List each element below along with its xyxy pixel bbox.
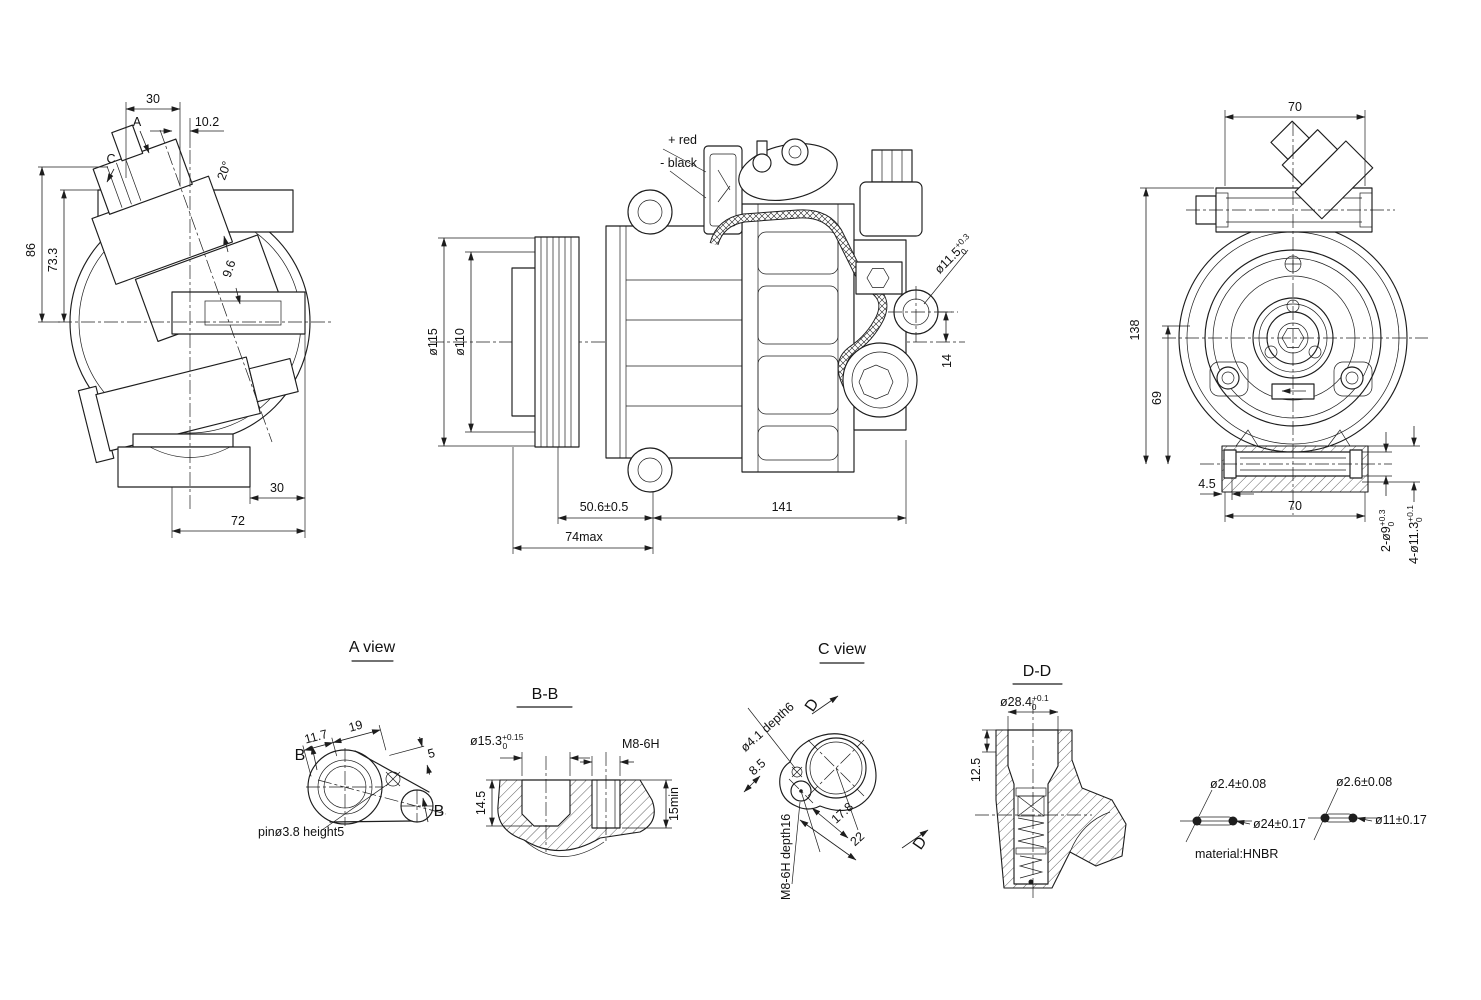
- section-arrow-b1: [310, 745, 318, 771]
- dim-11-7: 11.7: [303, 727, 329, 747]
- pin-note: pinø3.8 height5: [258, 825, 344, 839]
- pulley: [534, 236, 580, 448]
- top-fitting: [738, 138, 838, 201]
- valve-cavity: [1007, 729, 1059, 885]
- dim-8-5: 8.5: [746, 756, 768, 778]
- dim-pulley-groove: ø110: [453, 328, 467, 356]
- dim-4-5: 4.5: [1198, 477, 1215, 491]
- dim-19: 19: [347, 718, 364, 735]
- dim-12-5: 12.5: [969, 758, 983, 782]
- oring-material-note: material:HNBR: [1195, 847, 1278, 861]
- c-detail-view: C view D D ø4.1 depth6 8.5 17.8 22 M8-6H…: [738, 641, 931, 900]
- dim-14: 14: [940, 354, 954, 368]
- dim-74max: 74max: [565, 530, 603, 544]
- section-arrow-d1: [811, 695, 839, 715]
- port-bore: [805, 737, 867, 799]
- dim-69: 69: [1150, 391, 1164, 405]
- view-arrow-a-label: A: [133, 115, 142, 129]
- mount-ear-bottom: [627, 447, 673, 493]
- oring1-outer-dia: ø24±0.17: [1253, 817, 1306, 831]
- note-hole-4-1: ø4.1 depth6: [738, 699, 797, 754]
- dim-30-top: 30: [146, 92, 160, 106]
- hex-boss: [855, 261, 903, 295]
- control-valve: [1015, 787, 1047, 885]
- b-b-title: B-B: [532, 686, 559, 703]
- section-label-b2: B: [434, 803, 445, 820]
- left-end-view: 30 A 10.2 C 20° 86 73.3 9.6 30 72: [24, 92, 332, 538]
- oring-details: ø2.4±0.08 ø24±0.17 material:HNBR ø2.6±0.…: [1180, 775, 1427, 861]
- label-minus-black: - black: [660, 156, 698, 170]
- dim-70-top: 70: [1288, 100, 1302, 114]
- section-arrow-d2: [901, 829, 929, 849]
- dim-141: 141: [772, 500, 793, 514]
- dim-72: 72: [231, 514, 245, 528]
- oring2-outer-dia: ø11±0.17: [1375, 813, 1427, 827]
- dim-bushing-bore: 2-ø9+0.30: [1377, 509, 1396, 552]
- right-end-view: 70 138 69 4.5 70 2-ø9+0.30 4-ø11.3+0.10: [1128, 100, 1428, 564]
- dim-30-bottom: 30: [270, 481, 284, 495]
- dim-angle-20: 20°: [214, 159, 234, 182]
- dim-15min: 15min: [667, 787, 681, 821]
- dim-22: 22: [847, 829, 867, 849]
- section-label-d2: D: [910, 834, 931, 853]
- dim-thread-m8: M8-6H: [622, 737, 660, 751]
- dim-9-6: 9.6: [220, 258, 239, 279]
- section-label-d1: D: [802, 696, 823, 715]
- mount-ear-top: [627, 189, 673, 235]
- label-plus-red: + red: [668, 133, 697, 147]
- dim-138: 138: [1128, 320, 1142, 341]
- a-view-title: A view: [349, 639, 396, 656]
- pin-hole-c: [791, 766, 803, 778]
- hex-plug: [858, 364, 894, 400]
- oring2-cord-dia: ø2.6±0.08: [1336, 775, 1392, 789]
- lower-fitting-boss: [77, 356, 299, 464]
- tilted-axis-centerline: [159, 129, 273, 443]
- front-side-view: + red - black ø11.5+0.3: [426, 133, 977, 554]
- d-d-title: D-D: [1023, 663, 1051, 680]
- tilted-plug-connector: [1270, 120, 1374, 220]
- dim-port-diameter: ø11.5+0.30: [930, 231, 977, 278]
- dim-pulley-od: ø115: [426, 328, 440, 356]
- section-body: [497, 779, 655, 852]
- pulley-front-plate: [511, 267, 537, 417]
- dim-14-5: 14.5: [474, 791, 488, 815]
- base-step: [132, 433, 234, 448]
- c-view-title: C view: [818, 641, 866, 658]
- a-detail-view: A view 11.7 19 5 B B pinø3.8 height5: [258, 639, 447, 839]
- dim-70-bottom: 70: [1288, 499, 1302, 513]
- port-boss-outline: [779, 733, 877, 812]
- dim-17-8: 17.8: [829, 800, 856, 827]
- dim-10-2: 10.2: [195, 115, 219, 129]
- dim-50-6: 50.6±0.5: [580, 500, 629, 514]
- view-arrow-a: [139, 130, 150, 154]
- braided-hose: [709, 209, 888, 409]
- dim-86: 86: [24, 243, 38, 257]
- suction-fitting: [842, 342, 918, 418]
- section-label-b1: B: [295, 747, 306, 764]
- oring1-cord-dia: ø2.4±0.08: [1210, 777, 1266, 791]
- thread-hole: [790, 780, 812, 802]
- dim-73-3: 73.3: [46, 248, 60, 272]
- note-thread-m8-depth16: M8-6H depth16: [779, 814, 793, 900]
- front-housing: [605, 225, 743, 459]
- rear-housing: [741, 203, 855, 473]
- view-arrow-c-label: C: [106, 152, 115, 166]
- section-arrow-b2: [421, 797, 429, 823]
- a-view-dims: 11.7 19 5: [302, 718, 436, 777]
- dim-5: 5: [426, 746, 436, 761]
- pin-hole: [385, 771, 401, 787]
- mount-base: [117, 446, 251, 488]
- view-arrow-c: [106, 168, 115, 183]
- dim-mount-holes: 4-ø11.3+0.10: [1405, 505, 1424, 564]
